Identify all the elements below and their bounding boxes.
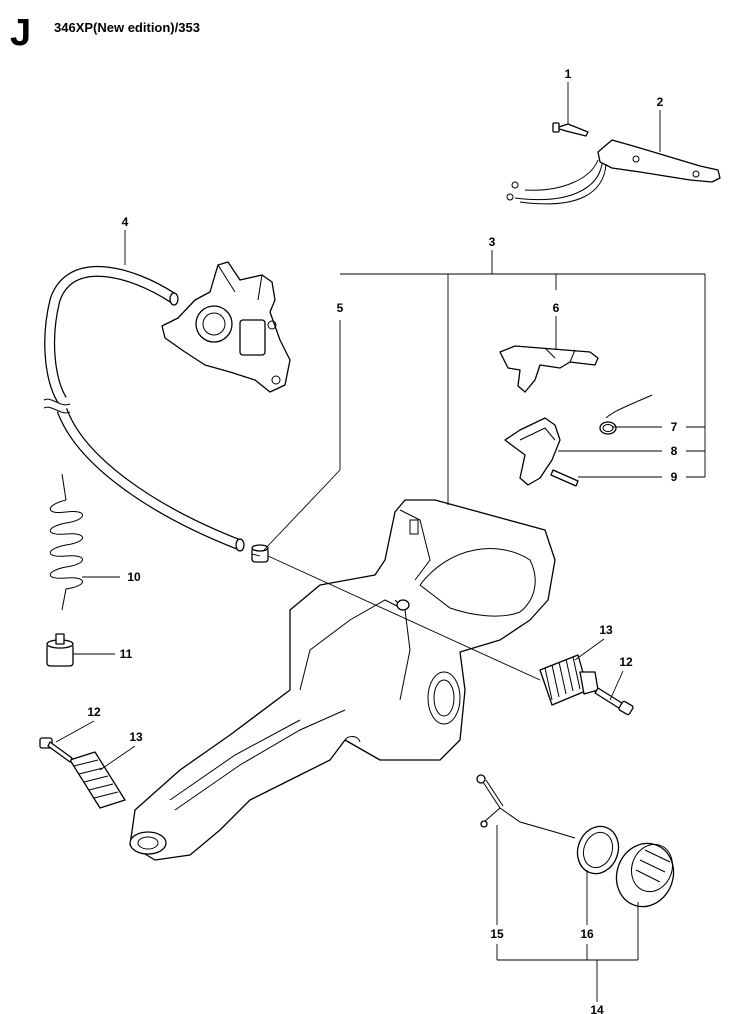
part-11-bushing — [46, 633, 74, 667]
part-8-lockout — [504, 417, 561, 486]
callout-12-right: 12 — [619, 655, 633, 669]
part-15-fuel-pickup — [476, 774, 576, 839]
part-1-screw — [552, 122, 589, 137]
part-12-screw-right — [594, 687, 634, 716]
part-13-av-spring-right — [539, 654, 599, 706]
callout-6: 6 — [553, 301, 560, 315]
callout-8: 8 — [671, 444, 678, 458]
part-10-spring — [49, 473, 83, 611]
callout-11: 11 — [120, 647, 133, 661]
part-2-bracket — [506, 139, 721, 205]
part-9-pin — [550, 469, 579, 487]
callout-2: 2 — [657, 95, 664, 109]
leader-lines — [55, 82, 706, 1002]
callout-16: 16 — [580, 927, 594, 941]
callout-10: 10 — [127, 570, 141, 584]
callout-14: 14 — [590, 1003, 604, 1014]
part-16-o-ring — [576, 825, 620, 875]
callout-labels: 1 2 3 4 5 6 7 8 9 10 11 12 13 12 13 15 1… — [87, 67, 677, 1014]
callout-4: 4 — [122, 215, 129, 229]
carburetor-reference — [161, 261, 291, 393]
page-title: 346XP(New edition)/353 — [54, 20, 200, 35]
part-7-spring — [599, 394, 653, 435]
part-6-trigger — [499, 345, 599, 393]
callout-15: 15 — [490, 927, 504, 941]
callout-3: 3 — [489, 235, 496, 249]
callout-7: 7 — [671, 420, 678, 434]
part-13-av-spring-left — [69, 751, 126, 809]
section-letter: J — [10, 12, 32, 54]
callout-1: 1 — [565, 67, 572, 81]
callout-9: 9 — [671, 470, 678, 484]
part-5-bushing — [251, 544, 269, 563]
part-14-fuel-cap — [615, 842, 675, 908]
callout-5: 5 — [337, 301, 344, 315]
part-12-screw-left — [39, 737, 73, 763]
part-4-fuel-hose — [43, 265, 245, 552]
callout-12-left: 12 — [87, 705, 101, 719]
part-3-handle-housing — [129, 499, 556, 861]
callout-13-left: 13 — [129, 730, 143, 744]
callout-13-right: 13 — [599, 623, 613, 637]
